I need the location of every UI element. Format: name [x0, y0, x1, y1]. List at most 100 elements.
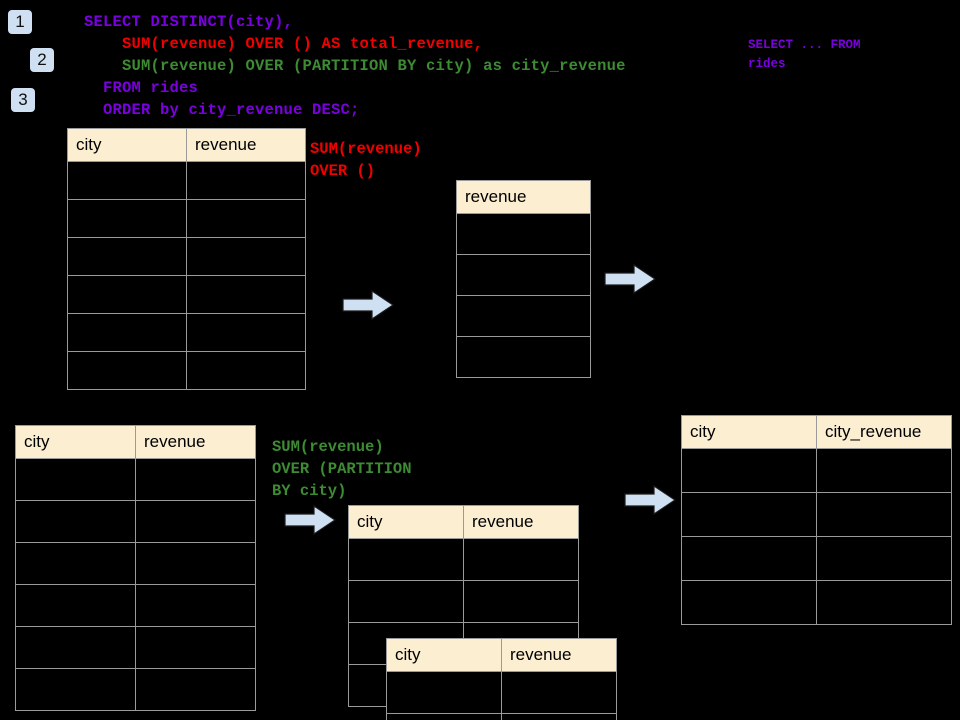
table-cell-revenue	[186, 237, 306, 276]
rides-source-table-top: city revenue	[67, 128, 306, 390]
table-cell-revenue	[456, 254, 591, 296]
table-cell-city	[67, 237, 187, 276]
table-cell-city-revenue	[816, 536, 952, 581]
table-cell-revenue	[186, 199, 306, 238]
table-row	[386, 671, 617, 714]
table-row	[15, 626, 256, 669]
table-row	[681, 580, 952, 625]
table-cell-city-revenue	[816, 580, 952, 625]
table-cell-city	[15, 458, 136, 501]
sql-line-city-revenue: SUM(revenue) OVER (PARTITION BY city) as…	[84, 57, 626, 75]
rides-source-table-bottom: city revenue	[15, 425, 256, 711]
table-row	[15, 458, 256, 501]
table-row	[15, 584, 256, 627]
arrow-rides-to-revenue	[342, 289, 395, 321]
table-row	[67, 313, 306, 352]
column-header-revenue: revenue	[456, 180, 591, 214]
table-cell-revenue	[135, 458, 256, 501]
table-cell-city	[681, 448, 817, 493]
table-row	[67, 161, 306, 200]
column-header-city: city	[15, 425, 136, 459]
arrow-rides-to-partitions	[284, 504, 337, 536]
table-row	[67, 351, 306, 390]
arrow-revenue-to-result	[604, 263, 657, 295]
table-cell-city	[681, 492, 817, 537]
table-cell-city-revenue	[816, 448, 952, 493]
table-row	[456, 336, 591, 378]
table-cell-revenue	[501, 713, 617, 720]
table-cell-city	[348, 538, 464, 581]
table-cell-revenue	[456, 295, 591, 337]
table-row	[681, 492, 952, 537]
table-cell-city	[67, 351, 187, 390]
partition-group-table-b: city revenue	[386, 638, 617, 720]
table-cell-city	[681, 580, 817, 625]
table-row	[15, 542, 256, 585]
arrow-partitions-to-result	[624, 484, 677, 516]
table-cell-revenue	[135, 626, 256, 669]
table-row	[386, 713, 617, 720]
sql-line-from: FROM rides	[84, 79, 199, 97]
result-table: city city_revenue	[681, 415, 952, 625]
column-header-city: city	[348, 505, 464, 539]
annotation-city-revenue: SUM(revenue) OVER (PARTITION BY city)	[272, 438, 412, 500]
table-cell-revenue	[135, 500, 256, 543]
table-cell-city	[15, 668, 136, 711]
table-cell-city	[67, 275, 187, 314]
column-header-city: city	[67, 128, 187, 162]
table-cell-revenue	[456, 336, 591, 378]
table-header-row: city revenue	[348, 505, 579, 539]
table-cell-revenue	[135, 584, 256, 627]
step-badge-2: 2	[30, 48, 54, 72]
table-row	[67, 199, 306, 238]
table-cell-revenue	[135, 668, 256, 711]
sql-line-select: SELECT DISTINCT(city),	[84, 13, 294, 31]
table-header-row: city revenue	[15, 425, 256, 459]
revenue-intermediate-table: revenue	[456, 180, 591, 378]
table-cell-revenue	[456, 213, 591, 255]
table-cell-city	[15, 584, 136, 627]
column-header-revenue: revenue	[501, 638, 617, 672]
table-cell-revenue	[463, 538, 579, 581]
side-note-select-from-rides: SELECT ... FROM rides	[748, 38, 861, 71]
column-header-revenue: revenue	[463, 505, 579, 539]
table-cell-city	[67, 313, 187, 352]
table-cell-city	[348, 580, 464, 623]
table-row	[67, 275, 306, 314]
column-header-revenue: revenue	[135, 425, 256, 459]
table-cell-city	[15, 626, 136, 669]
table-row	[456, 295, 591, 337]
table-cell-revenue	[186, 313, 306, 352]
step-badge-3: 3	[11, 88, 35, 112]
table-row	[456, 254, 591, 296]
table-cell-revenue	[135, 542, 256, 585]
table-cell-revenue	[186, 161, 306, 200]
table-row	[681, 448, 952, 493]
table-header-row: city revenue	[386, 638, 617, 672]
column-header-city: city	[386, 638, 502, 672]
table-header-row: city revenue	[67, 128, 306, 162]
column-header-revenue: revenue	[186, 128, 306, 162]
table-row	[681, 536, 952, 581]
table-header-row: revenue	[456, 180, 591, 214]
annotation-total-revenue: SUM(revenue) OVER ()	[310, 140, 422, 180]
table-cell-revenue	[186, 351, 306, 390]
table-row	[348, 538, 579, 581]
table-header-row: city city_revenue	[681, 415, 952, 449]
table-cell-city	[386, 671, 502, 714]
table-cell-revenue	[501, 671, 617, 714]
sql-line-total-revenue: SUM(revenue) OVER () AS total_revenue,	[84, 35, 484, 53]
table-row	[15, 668, 256, 711]
table-cell-city	[386, 713, 502, 720]
column-header-city-revenue: city_revenue	[816, 415, 952, 449]
table-cell-city	[15, 500, 136, 543]
table-cell-city	[15, 542, 136, 585]
column-header-city: city	[681, 415, 817, 449]
table-row	[456, 213, 591, 255]
table-row	[67, 237, 306, 276]
table-cell-city	[67, 161, 187, 200]
table-cell-revenue	[463, 580, 579, 623]
table-cell-city-revenue	[816, 492, 952, 537]
step-badge-1: 1	[8, 10, 32, 34]
